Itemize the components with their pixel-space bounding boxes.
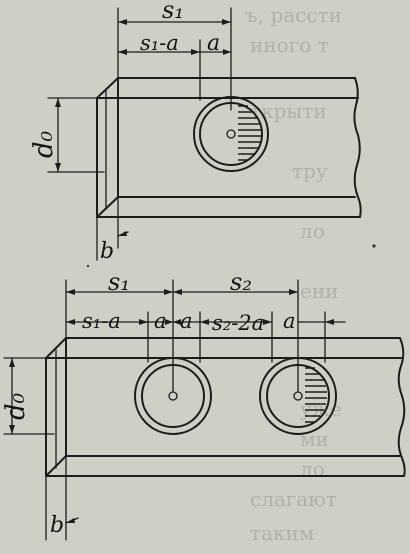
svg-text:таким: таким bbox=[250, 521, 314, 545]
bottom-label-s1-minus-a: s₁-a bbox=[82, 309, 121, 333]
bottom-plate bbox=[45, 337, 406, 477]
bottom-label-s2-minus-2a: s₂-2a bbox=[212, 311, 264, 335]
bottom-label-s2: s₂ bbox=[230, 268, 252, 296]
top-label-s1-minus-a: s₁-a bbox=[140, 31, 179, 55]
bottom-label-a-mid: a bbox=[180, 309, 193, 333]
top-label-a: a bbox=[207, 31, 220, 56]
ink-speck bbox=[86, 264, 90, 268]
svg-text:слагают: слагают bbox=[250, 487, 337, 511]
svg-text:ло: ло bbox=[300, 219, 325, 243]
ink-speck bbox=[372, 244, 376, 248]
bottom-dimensions bbox=[3, 279, 346, 541]
top-label-s1: s₁ bbox=[162, 0, 184, 24]
bottom-rivet-hatching bbox=[305, 367, 327, 423]
background-bleed-text: ъ, рассти иного т ткрыти тру ло ени уже … bbox=[245, 3, 342, 545]
svg-text:ло: ло bbox=[300, 457, 325, 481]
svg-text:ени: ени bbox=[300, 279, 339, 303]
svg-text:тру: тру bbox=[292, 159, 328, 183]
top-label-b: b bbox=[100, 239, 114, 264]
bottom-label-a-right: a bbox=[283, 309, 296, 333]
top-rivet-hole bbox=[193, 96, 269, 172]
bottom-label-d0: d₀ bbox=[1, 392, 31, 420]
bottom-label-b: b bbox=[50, 513, 64, 538]
bottom-label-s1: s₁ bbox=[108, 268, 130, 296]
top-plate bbox=[96, 77, 362, 218]
svg-text:ъ, рассти: ъ, рассти bbox=[245, 3, 342, 27]
top-rivet-hatching bbox=[238, 105, 261, 161]
svg-text:ткрыти: ткрыти bbox=[250, 99, 327, 123]
top-label-d0: d₀ bbox=[29, 130, 59, 158]
svg-text:иного т: иного т bbox=[250, 33, 329, 57]
bottom-label-a-left: a bbox=[154, 309, 167, 333]
top-dimensions bbox=[47, 7, 232, 261]
